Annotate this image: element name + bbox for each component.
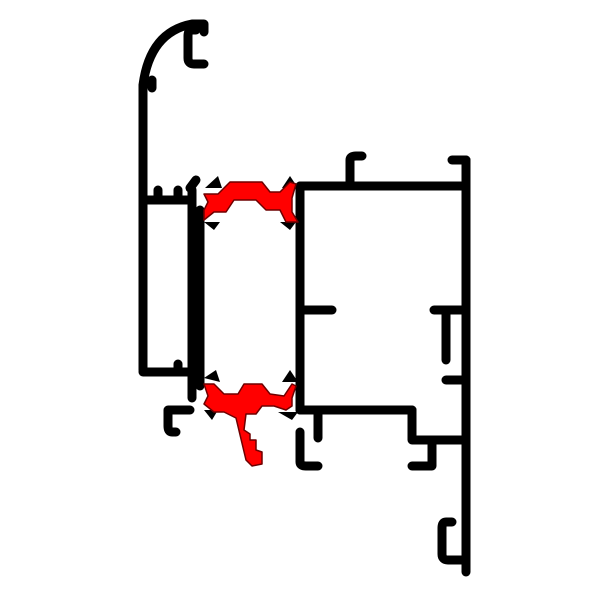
main-frame-chamber [295, 151, 471, 577]
bead-bottom-foot [163, 405, 195, 437]
sash-curved-hook [138, 19, 209, 375]
bottom-thermal-break-strip [203, 383, 297, 467]
chamber-top-left-hook [345, 151, 367, 191]
gasket-bot-right-lower [278, 412, 298, 420]
gasket-mid-left [204, 222, 220, 230]
thermal-break-strips [203, 181, 299, 467]
lower-left-channel [295, 405, 323, 471]
outer-sash-profile [138, 19, 209, 377]
gasket-bot-right-upper [282, 370, 298, 382]
top-thermal-break-strip [203, 181, 299, 223]
left-glazing-bead-frame [153, 175, 205, 437]
bead-top-corner [185, 175, 201, 193]
gasket-top-left [205, 176, 222, 188]
gasket-mid-right [280, 222, 296, 230]
bottom-right-hook [437, 517, 471, 565]
bead-top-tab [153, 185, 183, 203]
sash-top-c-clip [183, 25, 209, 69]
gasket-bot-left-upper [204, 370, 220, 382]
